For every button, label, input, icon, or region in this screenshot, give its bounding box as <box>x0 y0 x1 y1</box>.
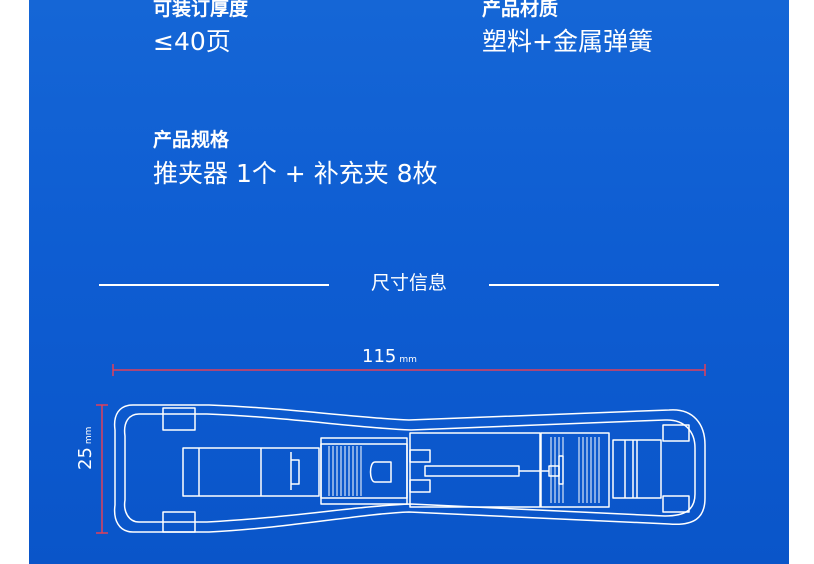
material-value: 塑料+金属弹簧 <box>482 27 653 56</box>
binding-capacity-label: 可装订厚度 <box>153 0 249 20</box>
section-divider-left <box>99 284 329 286</box>
specification-value: 推夹器 1个 + 补充夹 8枚 <box>153 159 438 188</box>
material-label: 产品材质 <box>482 0 559 20</box>
specification-label: 产品规格 <box>153 129 230 151</box>
product-line-drawing <box>96 364 706 534</box>
section-title: 尺寸信息 <box>370 272 447 294</box>
length-value: 115 <box>362 346 397 367</box>
binding-capacity-value: ≤40页 <box>153 27 231 56</box>
stapler-outline <box>113 404 706 533</box>
section-divider-right <box>489 284 719 286</box>
length-unit: mm <box>399 355 417 365</box>
height-dimension-line <box>96 404 108 534</box>
length-dimension-line <box>112 364 706 376</box>
product-info-panel: 可装订厚度 ≤40页 产品材质 塑料+金属弹簧 产品规格 推夹器 1个 + 补充… <box>29 0 789 564</box>
